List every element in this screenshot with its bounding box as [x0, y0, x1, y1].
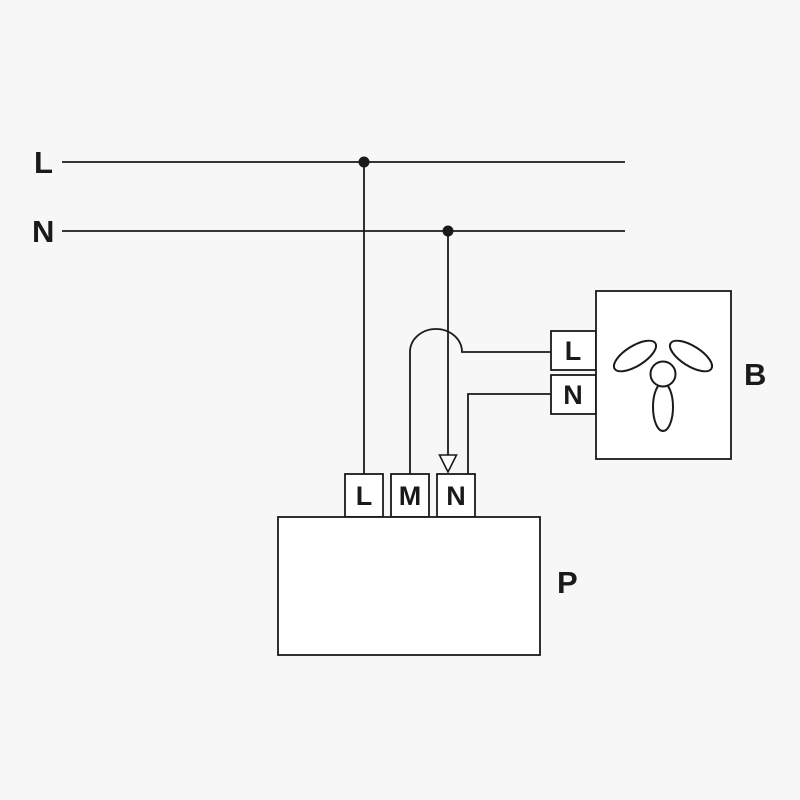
fan-neutral-return-wire: [467, 393, 551, 474]
fan-blade-right: [668, 339, 714, 373]
fan-blade-left: [612, 339, 658, 373]
controller-terminal-label-l: L: [356, 481, 373, 511]
controller-terminal-box-m: [390, 473, 430, 518]
controller-terminal-box-l: [344, 473, 384, 518]
fan-terminal-label-l: L: [565, 336, 582, 366]
supply-neutral-label: N: [32, 214, 54, 249]
fan-terminal-box-l: [550, 330, 597, 371]
fan-terminal-box-n: [550, 374, 597, 415]
fan-hub: [649, 360, 677, 388]
switched-live-wire-with-crossover: [409, 328, 551, 474]
neutral-arrowhead-icon: [438, 454, 458, 474]
fan-blade-bottom: [652, 382, 674, 432]
fan-terminal-label-n: N: [563, 380, 583, 410]
controller-terminal-label-m: M: [399, 481, 422, 511]
controller-box: [277, 516, 541, 656]
controller-terminal-label-n: N: [446, 481, 466, 511]
controller-label: P: [557, 565, 578, 600]
supply-live-label: L: [34, 145, 53, 180]
fan-label: B: [744, 357, 766, 392]
fan-propeller-icon: [612, 339, 714, 432]
